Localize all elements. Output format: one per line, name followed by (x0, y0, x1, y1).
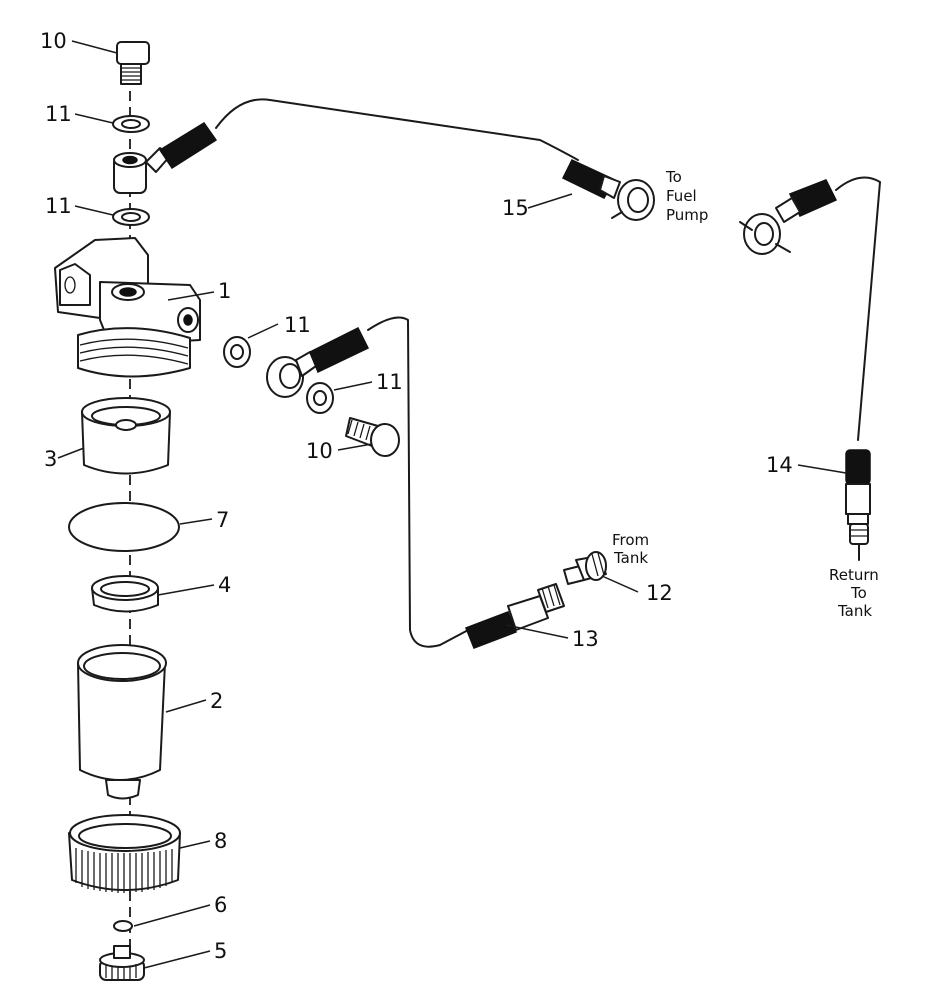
note-return-to-tank: Return To Tank (829, 566, 879, 620)
callout-5: 5 (214, 939, 227, 963)
leader-11-lower (74, 205, 114, 216)
leader-11-side-2 (333, 381, 373, 391)
drain-seal (113, 920, 133, 932)
return-union (739, 179, 838, 255)
washer-lower (112, 208, 150, 226)
note-from-tank-line1: From (612, 531, 649, 549)
leader-10-side (337, 443, 373, 451)
banjo-bolt-side (345, 417, 400, 457)
callout-11-side-1: 11 (284, 313, 311, 337)
note-to-fuel-pump-line3: Pump (666, 206, 708, 224)
filter-element-cup (81, 397, 171, 475)
tank-connector (563, 551, 607, 585)
note-return-line3: Tank (837, 602, 872, 620)
leader-1 (167, 291, 215, 301)
leader-14 (797, 464, 847, 474)
leader-12 (601, 575, 639, 593)
leader-5 (143, 950, 211, 969)
note-return-line2: To (850, 584, 867, 602)
leader-11-upper (74, 113, 114, 124)
sealing-ring-large (68, 502, 180, 552)
drain-plug (99, 945, 145, 981)
leader-10-top (71, 40, 118, 54)
callout-7: 7 (216, 508, 229, 532)
banjo-bolt-top (116, 41, 150, 85)
pipe-to-fuel-pump (215, 98, 579, 161)
callout-13: 13 (572, 627, 599, 651)
callout-11-lower: 11 (45, 194, 72, 218)
filter-head (54, 237, 201, 378)
leader-2 (165, 699, 207, 713)
return-fitting (845, 449, 871, 561)
leader-15 (527, 193, 573, 209)
washer-side-2 (306, 382, 334, 414)
pump-union (561, 159, 655, 221)
note-to-fuel-pump-line1: To (665, 168, 682, 186)
leader-8 (179, 840, 211, 849)
callout-12: 12 (646, 581, 673, 605)
banjo-union-top (113, 121, 218, 194)
banjo-union-side (266, 326, 370, 398)
callout-10-top: 10 (40, 29, 67, 53)
callout-11-upper: 11 (45, 102, 72, 126)
callout-8: 8 (214, 829, 227, 853)
leader-4 (157, 584, 215, 596)
washer-upper (112, 115, 150, 133)
retaining-nut (68, 814, 181, 893)
callout-15: 15 (502, 196, 529, 220)
callout-4: 4 (218, 573, 231, 597)
callout-3: 3 (44, 447, 57, 471)
note-return-line1: Return (829, 566, 879, 584)
callout-1: 1 (218, 279, 231, 303)
filter-ring (91, 575, 159, 613)
leader-3 (57, 447, 85, 459)
leader-13 (505, 624, 569, 639)
supply-hose-fitting (465, 583, 565, 649)
callout-14: 14 (766, 453, 793, 477)
pipe-return-to-tank (835, 176, 881, 441)
washer-side-1 (223, 336, 251, 368)
filter-bowl (77, 644, 167, 800)
note-to-fuel-pump: To Fuel Pump (665, 168, 708, 224)
note-from-tank: From Tank (612, 531, 649, 567)
leader-6 (133, 904, 211, 927)
callout-11-side-2: 11 (376, 370, 403, 394)
pipe-from-tank (367, 316, 473, 648)
note-from-tank-line2: Tank (613, 549, 648, 567)
callout-6: 6 (214, 893, 227, 917)
note-to-fuel-pump-line2: Fuel (666, 187, 697, 205)
callout-2: 2 (210, 689, 223, 713)
callout-10-side: 10 (306, 439, 333, 463)
leader-11-side-1 (247, 323, 279, 339)
leader-7 (179, 518, 213, 525)
